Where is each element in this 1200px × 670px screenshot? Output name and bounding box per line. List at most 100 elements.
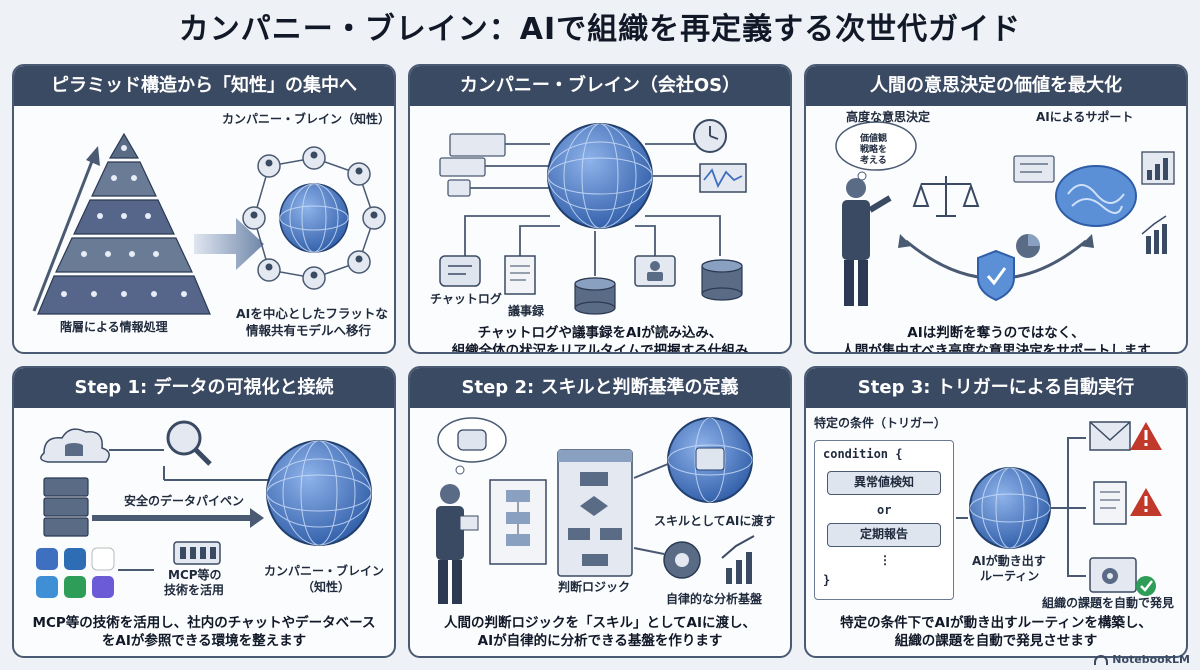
code-close: } bbox=[823, 573, 831, 587]
ai-support-label: AIによるサポート bbox=[1036, 110, 1134, 124]
panel-company-os: カンパニー・ブレイン（会社OS） bbox=[408, 64, 792, 354]
scale-icon bbox=[912, 176, 980, 217]
condition-code-box: condition { 異常値検知 or 定期報告 ⋮ } bbox=[814, 440, 954, 600]
mcp-module-icon bbox=[173, 541, 221, 565]
check-icon bbox=[1136, 576, 1156, 596]
panel-header: ピラミッド構造から「知性」の集中へ bbox=[14, 66, 394, 106]
clock-icon bbox=[693, 119, 727, 153]
gear-icon bbox=[633, 541, 701, 579]
page-title: カンパニー・ブレイン：AIで組織を再定義する次世代ガイド bbox=[178, 12, 1022, 47]
panel-body: カンパニー・ブレイン（知性） 階層による情報処理 AIを中心としたフラットな 情… bbox=[14, 106, 394, 352]
panel-body: 特定の条件（トリガー） condition { 異常値検知 or 定期報告 ⋮ … bbox=[806, 408, 1186, 656]
mcp-label-2: 技術を活用 bbox=[164, 583, 225, 597]
chat-icon bbox=[439, 255, 481, 287]
panel-caption-line-2: 人間が集中すべき高度な意思決定をサポートします bbox=[841, 343, 1151, 354]
monitor-icon bbox=[634, 255, 676, 287]
settings-window-icon bbox=[1089, 557, 1137, 593]
panel-step-2: Step 2: スキルと判断基準の定義 bbox=[408, 366, 792, 658]
bar-chart-icon bbox=[1141, 151, 1175, 185]
app-icons bbox=[36, 547, 115, 598]
discover-label: 組織の課題を自動で発見 bbox=[1042, 596, 1175, 610]
bar-chart-icon bbox=[721, 535, 755, 584]
magnifier-icon bbox=[166, 420, 212, 466]
cloud-database-icon bbox=[40, 428, 110, 463]
panel-caption-line-1: チャットログや議事録をAIが読み込み、 bbox=[477, 325, 723, 341]
brain-label: カンパニー・ブレイン（知性） bbox=[222, 112, 391, 126]
code-or: or bbox=[877, 503, 892, 517]
panel-header: Step 2: スキルと判断基準の定義 bbox=[410, 368, 790, 408]
flat-model-label-1: AIを中心としたフラットな bbox=[236, 306, 388, 321]
document-icon bbox=[439, 133, 506, 197]
panel-step-1: Step 1: データの可視化と接続 bbox=[12, 366, 396, 658]
human-decision-label: 高度な意思決定 bbox=[846, 110, 931, 124]
notebooklm-logo: NotebookLM bbox=[1094, 653, 1190, 666]
panel-body: スキルとしてAIに渡す 判断ロジック 自律的な分析基盤 人間の判断ロジックを「ス… bbox=[410, 408, 790, 656]
code-dots: ⋮ bbox=[879, 553, 891, 567]
skill-definition-diagram bbox=[436, 417, 755, 604]
brain-icon bbox=[1055, 165, 1137, 227]
logic-window-icon bbox=[557, 449, 633, 577]
panel-caption-line-2: をAIが参照できる環境を整えます bbox=[101, 633, 307, 649]
condition-periodic-report: 定期報告 bbox=[827, 523, 941, 547]
thought-brain-icon bbox=[437, 417, 507, 475]
brain-label-1: カンパニー・ブレイン bbox=[264, 564, 385, 578]
company-os-diagram bbox=[439, 119, 747, 315]
logic-label: 判断ロジック bbox=[558, 580, 631, 594]
routine-label-1: AIが動き出す bbox=[972, 554, 1046, 568]
panel-body: 価値観 戦略を 考える 高度な意思決定 AIによるサポート AIは判断を奪うので… bbox=[806, 106, 1186, 354]
brain-label-2: （知性） bbox=[302, 580, 351, 594]
panel-caption-line-2: AIが自律的に分析できる基盤を作ります bbox=[477, 633, 723, 649]
panel-body: 安全のデータパイペン カンパニー・ブレイン （知性） MCP等の 技術を活用 M… bbox=[14, 408, 394, 656]
trigger-label: 特定の条件（トリガー） bbox=[814, 416, 947, 430]
shield-icon bbox=[977, 249, 1015, 302]
panel-caption-line-2: 組織の課題を自動で発見させます bbox=[894, 633, 1098, 649]
panel-caption-line-1: MCP等の技術を活用し、社内のチャットやデータベース bbox=[32, 615, 376, 631]
pyramid-label: 階層による情報処理 bbox=[60, 320, 168, 334]
panel-header: Step 3: トリガーによる自動実行 bbox=[806, 368, 1186, 408]
panel-caption-line-1: AIは判断を奪うのではなく、 bbox=[907, 325, 1085, 341]
notebooklm-logo-icon bbox=[1094, 654, 1109, 665]
pyramid-icon bbox=[37, 132, 211, 315]
panel-human-decision: 人間の意思決定の価値を最大化 bbox=[804, 64, 1188, 354]
pipeline-label: 安全のデータパイペン bbox=[124, 494, 245, 508]
decision-diagram bbox=[835, 121, 1175, 306]
panel-header: Step 1: データの可視化と接続 bbox=[14, 368, 394, 408]
panel-header: カンパニー・ブレイン（会社OS） bbox=[410, 66, 790, 106]
platform-label: 自律的な分析基盤 bbox=[666, 592, 763, 606]
businessman-icon bbox=[436, 484, 479, 604]
panel-header: 人間の意思決定の価値を最大化 bbox=[806, 66, 1186, 106]
database-icon bbox=[574, 277, 616, 315]
skill-label: スキルとしてAIに渡す bbox=[654, 514, 776, 528]
thought-text-3: 考える bbox=[860, 156, 887, 166]
condition-anomaly: 異常値検知 bbox=[827, 471, 941, 495]
report-icon bbox=[1093, 481, 1127, 525]
flat-model-label-2: 情報共有モデルへ移行 bbox=[246, 323, 372, 338]
minutes-label: 議事録 bbox=[508, 304, 545, 318]
routine-label-2: ルーティン bbox=[980, 569, 1040, 583]
panel-caption-line-1: 特定の条件下でAIが動き出すルーティンを構築し、 bbox=[840, 615, 1152, 631]
waveform-icon bbox=[699, 163, 747, 193]
pyramid-diagram bbox=[32, 132, 386, 315]
panel-caption-line-1: 人間の判断ロジックを「スキル」としてAIに渡し、 bbox=[443, 615, 757, 631]
report-icon bbox=[1013, 155, 1055, 183]
panel-body: チャットログ 議事録 チャットログや議事録をAIが読み込み、 組織全体の状況をリ… bbox=[410, 106, 790, 354]
panel-pyramid-to-brain: ピラミッド構造から「知性」の集中へ bbox=[12, 64, 396, 354]
thought-text-2: 戦略を bbox=[860, 145, 888, 155]
database-icon bbox=[701, 259, 743, 301]
warning-icon bbox=[1130, 488, 1162, 516]
warning-icon bbox=[1130, 422, 1162, 450]
bar-chart-icon bbox=[1141, 215, 1167, 254]
pie-chart-icon bbox=[1016, 234, 1040, 258]
minutes-icon bbox=[504, 255, 536, 295]
mcp-label-1: MCP等の bbox=[168, 568, 222, 582]
thought-bubble-icon bbox=[835, 121, 917, 181]
server-icon bbox=[43, 477, 89, 537]
panel-step-3: Step 3: トリガーによる自動実行 特定の条件（トリガー） conditio… bbox=[804, 366, 1188, 658]
logo-text: NotebookLM bbox=[1112, 653, 1190, 666]
code-open: condition { bbox=[823, 447, 903, 461]
businessman-icon bbox=[842, 178, 892, 306]
panel-caption-line-2: 組織全体の状況をリアルタイムで把握する仕組み bbox=[451, 343, 749, 354]
flowchart-document-icon bbox=[489, 479, 547, 565]
chat-log-label: チャットログ bbox=[430, 292, 502, 306]
mail-icon bbox=[1089, 421, 1131, 451]
